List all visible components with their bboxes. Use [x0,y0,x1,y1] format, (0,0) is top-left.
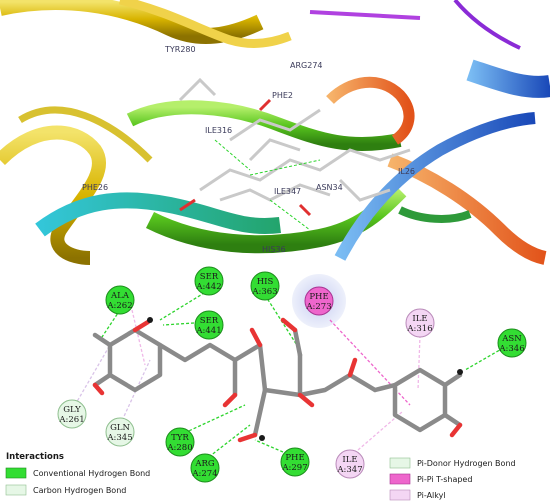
residue-number-arg274: A:274 [191,469,217,479]
residue-number-ala262: A:262 [106,301,132,311]
pdb-label-ile316: ILE316 [205,126,232,135]
residue-disk-ser441: SER A:441 [194,310,224,340]
purple-strand [309,10,421,20]
pdb-label-phe2: PHE2 [272,91,293,100]
ligand-2d-hydrogen-caps [147,317,463,441]
residue-name-ser442: SER [200,272,219,282]
residue-name-ala262: ALA [110,291,130,301]
legend-swatch-carbon-hbond [5,484,27,496]
residue-disk-gln345: GLN A:345 [105,417,135,447]
structure-residue-labels: TYR280 ARG274 PHE2 ILE316 PHE26 ASN34 IL… [82,45,415,254]
orange-loop-upper [326,76,415,145]
residue-disk-tyr280: TYR A:280 [165,427,195,457]
residue-number-ile347: A:347 [336,465,362,475]
ligand-oxygen-sticks [179,98,312,217]
residue-number-tyr280: A:280 [166,443,192,453]
pdb-label-his36: HIS36 [262,245,286,254]
residue-number-phe297: A:297 [281,463,307,473]
pdb-label-phe26: PHE26 [82,183,108,192]
residue-name-gly261: GLY [63,405,81,415]
blue-strand [334,112,536,261]
orange-sheet [387,153,547,265]
ligand-2d-oxygens [92,317,463,443]
pdb-label-ile347: ILE347 [274,187,301,196]
interactions-legend: Interactions Conventional Hydrogen Bond … [5,452,516,501]
pdb-label-tyr280: TYR280 [164,45,196,54]
legend-swatch-pi-pi-t-shaped [389,473,411,485]
residue-disk-ser442: SER A:442 [194,266,224,296]
residue-disk-gly261: GLY A:261 [57,399,87,429]
residue-name-ser441: SER [200,316,219,326]
residue-name-tyr280: TYR [171,433,189,443]
residue-disk-asn346: ASN A:346 [497,328,527,358]
residue-disk-arg274: ARG A:274 [190,453,220,483]
residue-number-gly261: A:261 [58,415,84,425]
residue-disk-phe297: PHE A:297 [280,447,310,477]
legend-swatch-pi-donor-hbond [389,457,411,469]
legend-label-pi-alkyl: Pi-Alkyl [417,491,446,500]
cyan-sheet [35,192,281,237]
pdb-label-arg274: ARG274 [290,61,323,70]
legend-label-conventional-hbond: Conventional Hydrogen Bond [33,469,150,478]
residue-name-his363: HIS [257,277,274,287]
legend-swatch-conventional-hbond [5,467,27,479]
residue-name-ile347: ILE [342,455,357,465]
residue-number-asn346: A:346 [498,344,524,354]
pdb-label-il26: IL26 [398,167,415,176]
residue-name-arg274: ARG [194,459,215,469]
residue-number-ser441: A:441 [195,326,221,336]
structure-hbonds [214,139,321,231]
legend-label-pi-donor-hbond: Pi-Donor Hydrogen Bond [417,459,516,468]
residue-number-phe273: A:273 [305,302,331,312]
legend-title: Interactions [6,452,64,462]
residue-number-ser442: A:442 [195,282,221,292]
residue-name-phe273: PHE [309,292,328,302]
yellow-ribbon-upper [118,0,292,48]
residue-number-ile316: A:316 [406,324,432,334]
residue-disk-ile347: ILE A:347 [335,449,365,479]
residue-disk-ile316: ILE A:316 [405,308,435,338]
yellow-helix-ribbon [0,0,264,44]
ligand-sticks [178,77,411,202]
legend-swatch-pi-alkyl [389,489,411,501]
residue-number-his363: A:363 [251,287,277,297]
yellow-loop [18,106,153,163]
residue-name-phe297: PHE [285,453,304,463]
blue-helix-right [466,59,550,98]
yellow-coil-left [0,125,107,265]
interaction-lines [74,289,513,461]
ligand-2d-skeleton [92,327,463,438]
residue-name-asn346: ASN [501,334,522,344]
pdb-label-asn34: ASN34 [316,183,343,192]
residue-name-ile316: ILE [412,314,427,324]
legend-label-carbon-hbond: Carbon Hydrogen Bond [33,486,126,495]
residue-number-gln345: A:345 [106,433,132,443]
interaction-diagram-2d: ALA A:262 SER A:442 SER A:441 HIS A:363 … [57,266,527,483]
residue-disk-ala262: ALA A:262 [105,285,135,315]
residue-name-gln345: GLN [110,423,130,433]
green-helix [126,100,402,151]
green-turn [398,206,472,223]
purple-coil [453,0,521,50]
residue-disk-phe273: PHE A:273 [304,286,334,316]
protein-3d-view: TYR280 ARG274 PHE2 ILE316 PHE26 ASN34 IL… [0,0,550,265]
residue-disk-his363: HIS A:363 [250,271,280,301]
legend-label-pi-pi-t-shaped: Pi-Pi T-shaped [417,475,472,484]
